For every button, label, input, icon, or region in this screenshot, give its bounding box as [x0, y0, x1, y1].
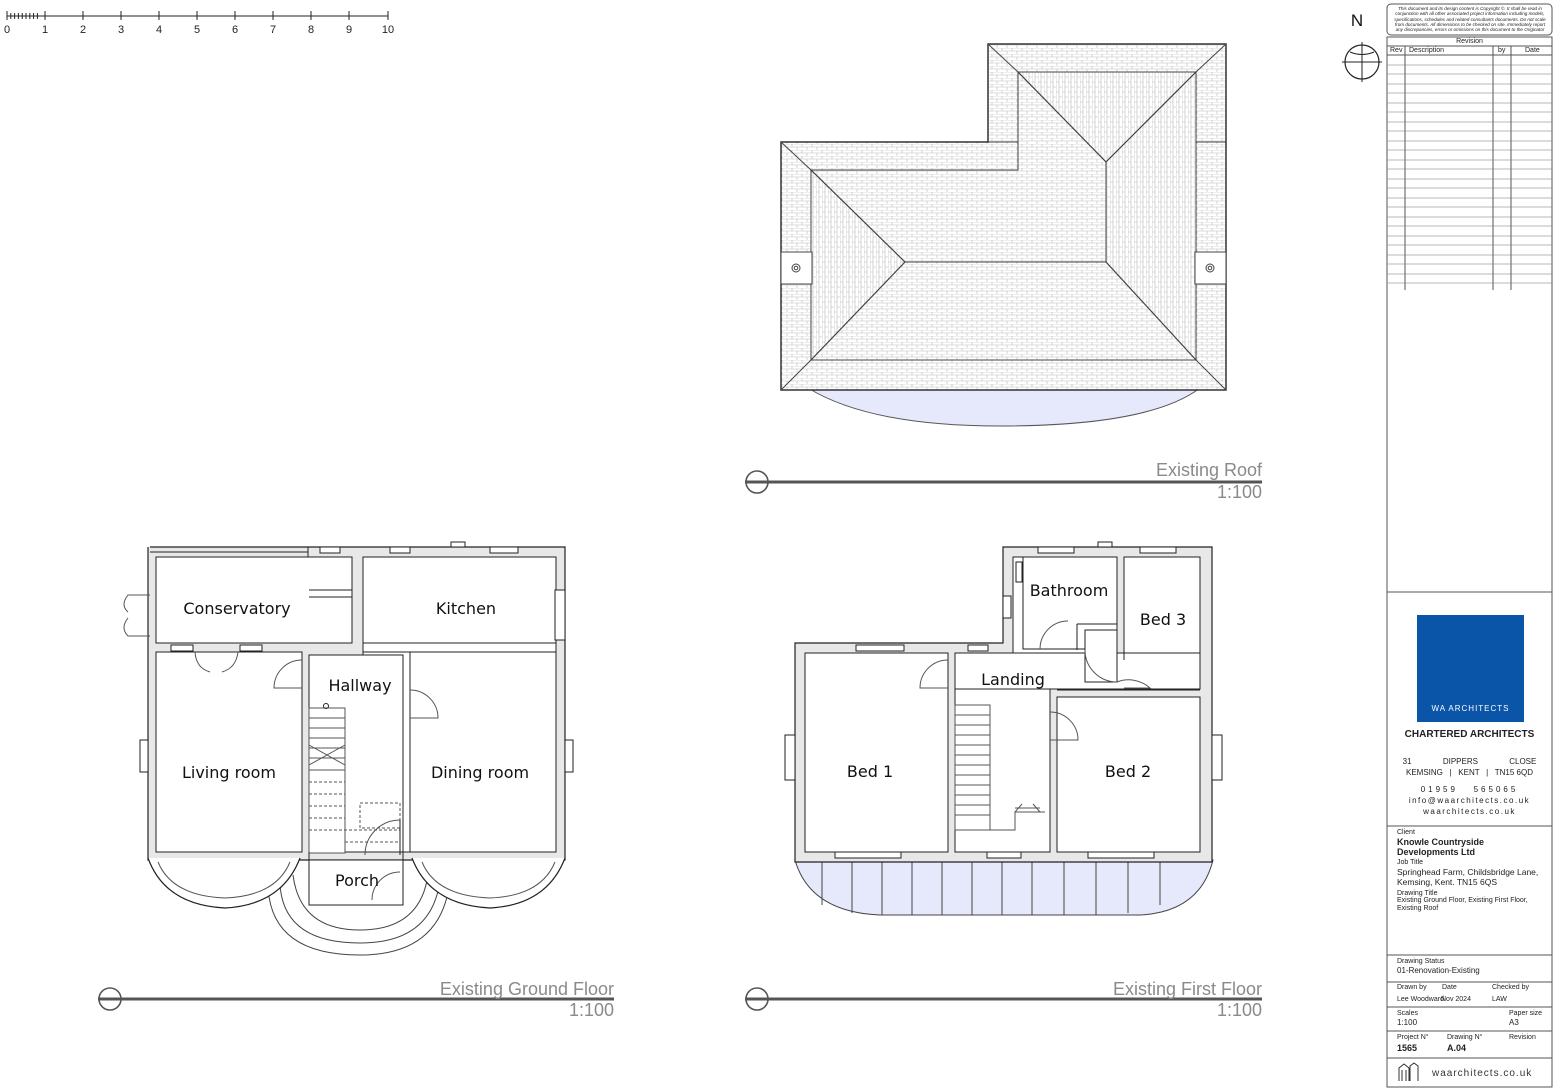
room-kitchen: Kitchen [436, 599, 496, 618]
footer-logo-icon [1398, 1062, 1419, 1081]
client-name: Knowle Countryside Developments Ltd [1397, 837, 1485, 857]
checked-by-label: Checked by [1492, 984, 1529, 991]
checked-by: LAW [1492, 996, 1507, 1003]
room-porch: Porch [335, 871, 379, 890]
revision-rows [1387, 64, 1552, 284]
ground-room-labels: Conservatory Kitchen Hallway Living room… [182, 599, 529, 890]
project-number: 1565 [1397, 1043, 1418, 1053]
first-floor-plan [784, 541, 1223, 916]
paper-size: A3 [1509, 1018, 1519, 1027]
address-number: 31 [1402, 757, 1412, 766]
phone-number: 01959 565065 [1420, 785, 1519, 794]
date-column: Date [1525, 47, 1540, 54]
title-markers [98, 470, 1262, 1011]
room-hallway: Hallway [328, 676, 391, 695]
paper-size-label: Paper size [1509, 1010, 1543, 1017]
scale-tick-0: 0 [4, 24, 10, 36]
scales: 1:100 [1397, 1018, 1418, 1027]
drawing-date: Nov 2024 [1441, 996, 1471, 1003]
drawing-number-label: Drawing N° [1447, 1034, 1483, 1041]
company-logo [1417, 615, 1524, 722]
scale-tick-2: 2 [80, 24, 86, 36]
room-bed1: Bed 1 [847, 762, 893, 781]
roof-plan [780, 43, 1227, 427]
scale-tick-9: 9 [346, 24, 352, 36]
room-landing: Landing [981, 670, 1045, 689]
north-arrow [1342, 42, 1382, 82]
job-title: Springhead Farm, Childsbridge Lane, Kems… [1397, 867, 1539, 887]
ground-scale: 1:100 [569, 1000, 614, 1020]
revision-header: Revision [1456, 38, 1483, 45]
drawing-status-label: Drawing Status [1397, 958, 1445, 965]
drawing-number: A.04 [1447, 1043, 1467, 1053]
scale-tick-3: 3 [118, 24, 124, 36]
drawing-title-label: Drawing Title [1397, 890, 1438, 897]
client-label: Client [1397, 829, 1415, 836]
email-address[interactable]: info@waarchitects.co.uk [1408, 796, 1531, 805]
scale-tick-10: 10 [382, 24, 394, 36]
logo-text: WA ARCHITECTS [1431, 704, 1510, 713]
scale-tick-4: 4 [156, 24, 162, 36]
description-column: Description [1409, 47, 1445, 54]
project-number-label: Project N° [1397, 1034, 1429, 1041]
room-conservatory: Conservatory [183, 599, 290, 618]
title-block [1386, 3, 1553, 1088]
drawing-status: 01-Renovation-Existing [1397, 966, 1480, 975]
first-title: Existing First Floor [1113, 979, 1262, 999]
scale-tick-5: 5 [194, 24, 200, 36]
address-line-2: KEMSING | KENT | TN15 6QD [1405, 768, 1533, 777]
drawn-by: Lee Woodward [1397, 996, 1444, 1003]
copyright-notice: This document and its design content is … [1394, 6, 1546, 33]
roof-title: Existing Roof [1156, 460, 1263, 480]
scale-bar [6, 11, 389, 20]
roof-scale: 1:100 [1217, 482, 1262, 502]
by-column: by [1498, 47, 1506, 54]
scale-tick-6: 6 [232, 24, 238, 36]
ground-title: Existing Ground Floor [440, 979, 614, 999]
room-dining: Dining room [431, 763, 529, 782]
room-living: Living room [182, 763, 276, 782]
scale-tick-7: 7 [270, 24, 276, 36]
address-line-1: 31 DIPPERS CLOSE [1387, 757, 1552, 766]
room-bed2: Bed 2 [1105, 762, 1151, 781]
room-bathroom: Bathroom [1030, 581, 1109, 600]
scale-bar-labels: 0 1 2 3 4 5 6 7 8 9 10 [4, 24, 394, 36]
website[interactable]: waarchitects.co.uk [1423, 807, 1516, 816]
ground-floor-plan [123, 541, 574, 956]
drawing-titles: Existing Roof 1:100 Existing Ground Floo… [440, 460, 1263, 1020]
scales-label: Scales [1397, 1010, 1419, 1017]
footer-website[interactable]: waarchitects.co.uk [1432, 1068, 1533, 1079]
rev-column: Rev [1390, 47, 1403, 54]
first-room-labels: Bathroom Bed 3 Landing Bed 1 Bed 2 [847, 581, 1186, 781]
company-name: CHARTERED ARCHITECTS [1404, 729, 1535, 740]
revision-label: Revision [1509, 1034, 1536, 1041]
first-scale: 1:100 [1217, 1000, 1262, 1020]
job-title-label: Job Title [1397, 859, 1424, 866]
north-label: N [1351, 11, 1363, 30]
drawing-title: Existing Ground Floor, Existing First Fl… [1397, 897, 1528, 912]
address-street-2: CLOSE [1509, 757, 1537, 766]
drawn-by-label: Drawn by [1397, 984, 1427, 991]
date-label: Date [1442, 984, 1457, 991]
scale-tick-1: 1 [42, 24, 48, 36]
scale-tick-8: 8 [308, 24, 314, 36]
room-bed3: Bed 3 [1140, 610, 1186, 629]
address-street-1: DIPPERS [1442, 757, 1478, 766]
